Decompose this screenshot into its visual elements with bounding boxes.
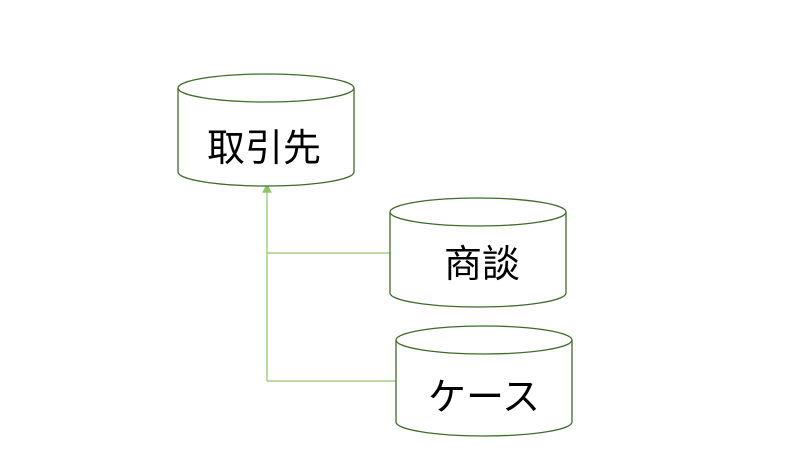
cylinder-shodan: 商談 (389, 197, 567, 308)
connector-group (262, 183, 396, 382)
cylinder-top (177, 73, 355, 103)
cylinder-top (395, 325, 573, 355)
cylinder-body (395, 340, 573, 437)
node-label-case: ケース (428, 375, 540, 419)
cylinder-top (389, 197, 567, 227)
cylinder-body (389, 212, 567, 308)
cylinder-torihikisaki: 取引先 (177, 73, 355, 187)
node-label-torihikisaki: 取引先 (207, 126, 321, 170)
cylinder-case: ケース (395, 325, 573, 437)
cylinder-body (177, 88, 355, 187)
node-label-shodan: 商談 (444, 242, 520, 286)
